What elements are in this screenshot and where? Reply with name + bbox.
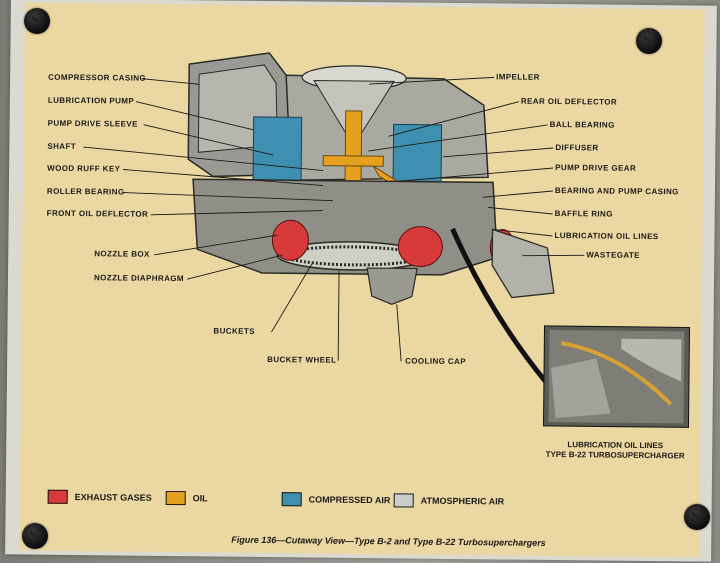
- legend-swatch-compressed-air: [281, 492, 302, 507]
- label-compressor-casing: COMPRESSOR CASING: [48, 72, 147, 83]
- turbocharger-cutaway-illustration: [83, 52, 691, 428]
- label-pump-drive-gear: PUMP DRIVE GEAR: [555, 163, 637, 173]
- screw-bottom-left: [22, 523, 48, 549]
- legend-swatch-atmospheric-air: [393, 493, 414, 508]
- label-buckets: BUCKETS: [213, 326, 255, 336]
- screw-bottom-right: [684, 504, 710, 530]
- legend-label-oil: OIL: [192, 493, 208, 504]
- screw-top-right: [636, 28, 662, 54]
- legend-atmospheric-air: ATMOSPHERIC AIR: [393, 493, 505, 508]
- label-impeller: IMPELLER: [496, 72, 540, 82]
- label-front-oil-deflector: FRONT OIL DEFLECTOR: [46, 208, 149, 219]
- legend-compressed-air: COMPRESSED AIR: [281, 492, 391, 507]
- label-baffle-ring: BAFFLE RING: [554, 209, 613, 219]
- exhaust-left: [271, 219, 309, 261]
- label-diffuser: DIFFUSER: [555, 143, 599, 153]
- legend-oil: OIL: [165, 490, 208, 506]
- inset-photo-oil-lines: [542, 325, 691, 428]
- label-shaft: SHAFT: [47, 141, 77, 151]
- inset-caption-line2: TYPE B-22 TURBOSUPERCHARGER: [545, 449, 685, 461]
- label-pump-drive-sleeve: PUMP DRIVE SLEEVE: [47, 118, 138, 129]
- label-bearing-and-pump-casing: BEARING AND PUMP CASING: [554, 186, 679, 197]
- legend-swatch-exhaust: [47, 489, 68, 504]
- label-lubrication-pump: LUBRICATION PUMP: [47, 95, 135, 106]
- exhaust-center: [397, 226, 443, 268]
- legend-swatch-oil: [165, 490, 186, 506]
- label-nozzle-diaphragm: NOZZLE DIAPHRAGM: [93, 273, 185, 284]
- label-wastegate: WASTEGATE: [586, 250, 641, 260]
- inset-caption: LUBRICATION OIL LINES TYPE B-22 TURBOSUP…: [540, 440, 690, 462]
- leader-lines: [83, 76, 585, 362]
- label-cooling-cap: COOLING CAP: [405, 356, 467, 367]
- legend-exhaust-gases: EXHAUST GASES: [47, 489, 152, 505]
- legend-label-atmospheric-air: ATMOSPHERIC AIR: [420, 495, 505, 507]
- label-ball-bearing: BALL BEARING: [549, 119, 615, 130]
- cooling-cap-drawing: [366, 267, 418, 305]
- poster: COMPRESSOR CASING LUBRICATION PUMP PUMP …: [19, 2, 705, 558]
- screw-top-left: [24, 8, 50, 34]
- legend-label-compressed-air: COMPRESSED AIR: [308, 494, 391, 506]
- label-lubrication-oil-lines: LUBRICATION OIL LINES: [554, 231, 659, 242]
- oil-line-drawing: [450, 227, 553, 390]
- legend-label-exhaust: EXHAUST GASES: [74, 492, 152, 503]
- label-rear-oil-deflector: REAR OIL DEFLECTOR: [520, 96, 618, 107]
- label-roller-bearing: ROLLER BEARING: [46, 186, 125, 197]
- wastegate-drawing: [491, 228, 555, 299]
- label-nozzle-box: NOZZLE BOX: [94, 249, 150, 259]
- label-wood-ruff-key: WOOD RUFF KEY: [47, 163, 121, 174]
- label-bucket-wheel: BUCKET WHEEL: [267, 355, 337, 365]
